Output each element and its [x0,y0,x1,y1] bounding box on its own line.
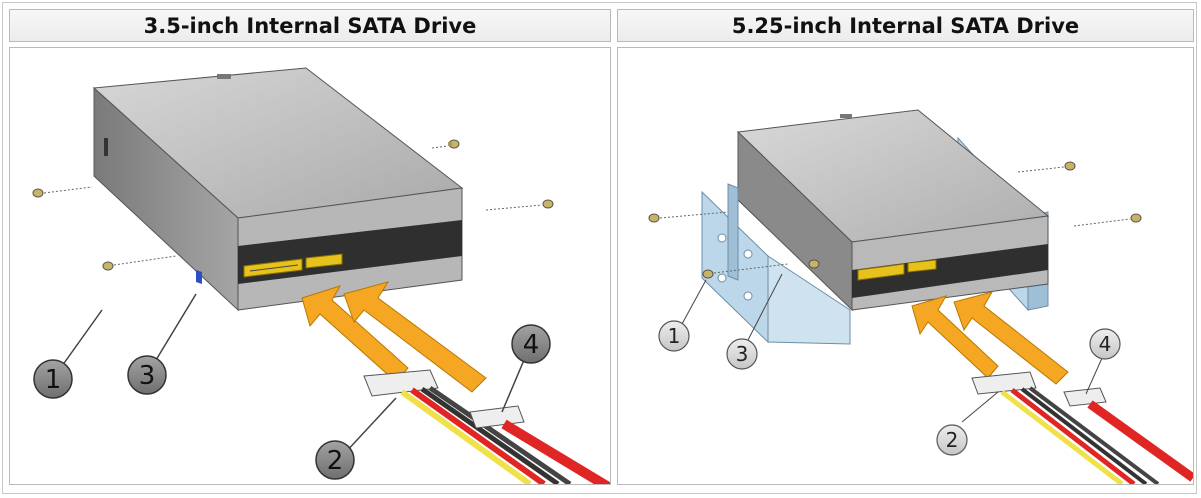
panel-title-5-25-inch: 5.25-inch Internal SATA Drive [617,9,1194,42]
panel-illustration-5-25-inch: 1 3 2 4 [617,47,1194,485]
svg-text:3: 3 [736,342,749,366]
callout-4: 4 [1090,329,1120,359]
panel-5-25-inch: 5.25-inch Internal SATA Drive [617,9,1194,485]
panel-illustration-3-5-inch: 1 3 2 4 [9,47,611,485]
svg-text:1: 1 [45,365,62,395]
callout-1: 1 [659,321,689,351]
svg-text:4: 4 [1099,332,1112,356]
svg-text:4: 4 [523,330,540,360]
panel-3-5-inch: 3.5-inch Internal SATA Drive [9,9,611,485]
svg-text:1: 1 [668,324,681,348]
callouts-left: 1 3 2 4 [10,48,610,484]
callout-4: 4 [512,325,550,363]
svg-text:2: 2 [946,428,959,452]
callout-3: 3 [727,339,757,369]
svg-text:2: 2 [327,446,344,476]
callout-3: 3 [128,356,166,394]
callout-2: 2 [316,441,354,479]
callouts-right: 1 3 2 4 [618,48,1193,484]
svg-text:3: 3 [139,361,156,391]
callout-1: 1 [34,360,72,398]
callout-2: 2 [937,425,967,455]
panel-title-3-5-inch: 3.5-inch Internal SATA Drive [9,9,611,42]
